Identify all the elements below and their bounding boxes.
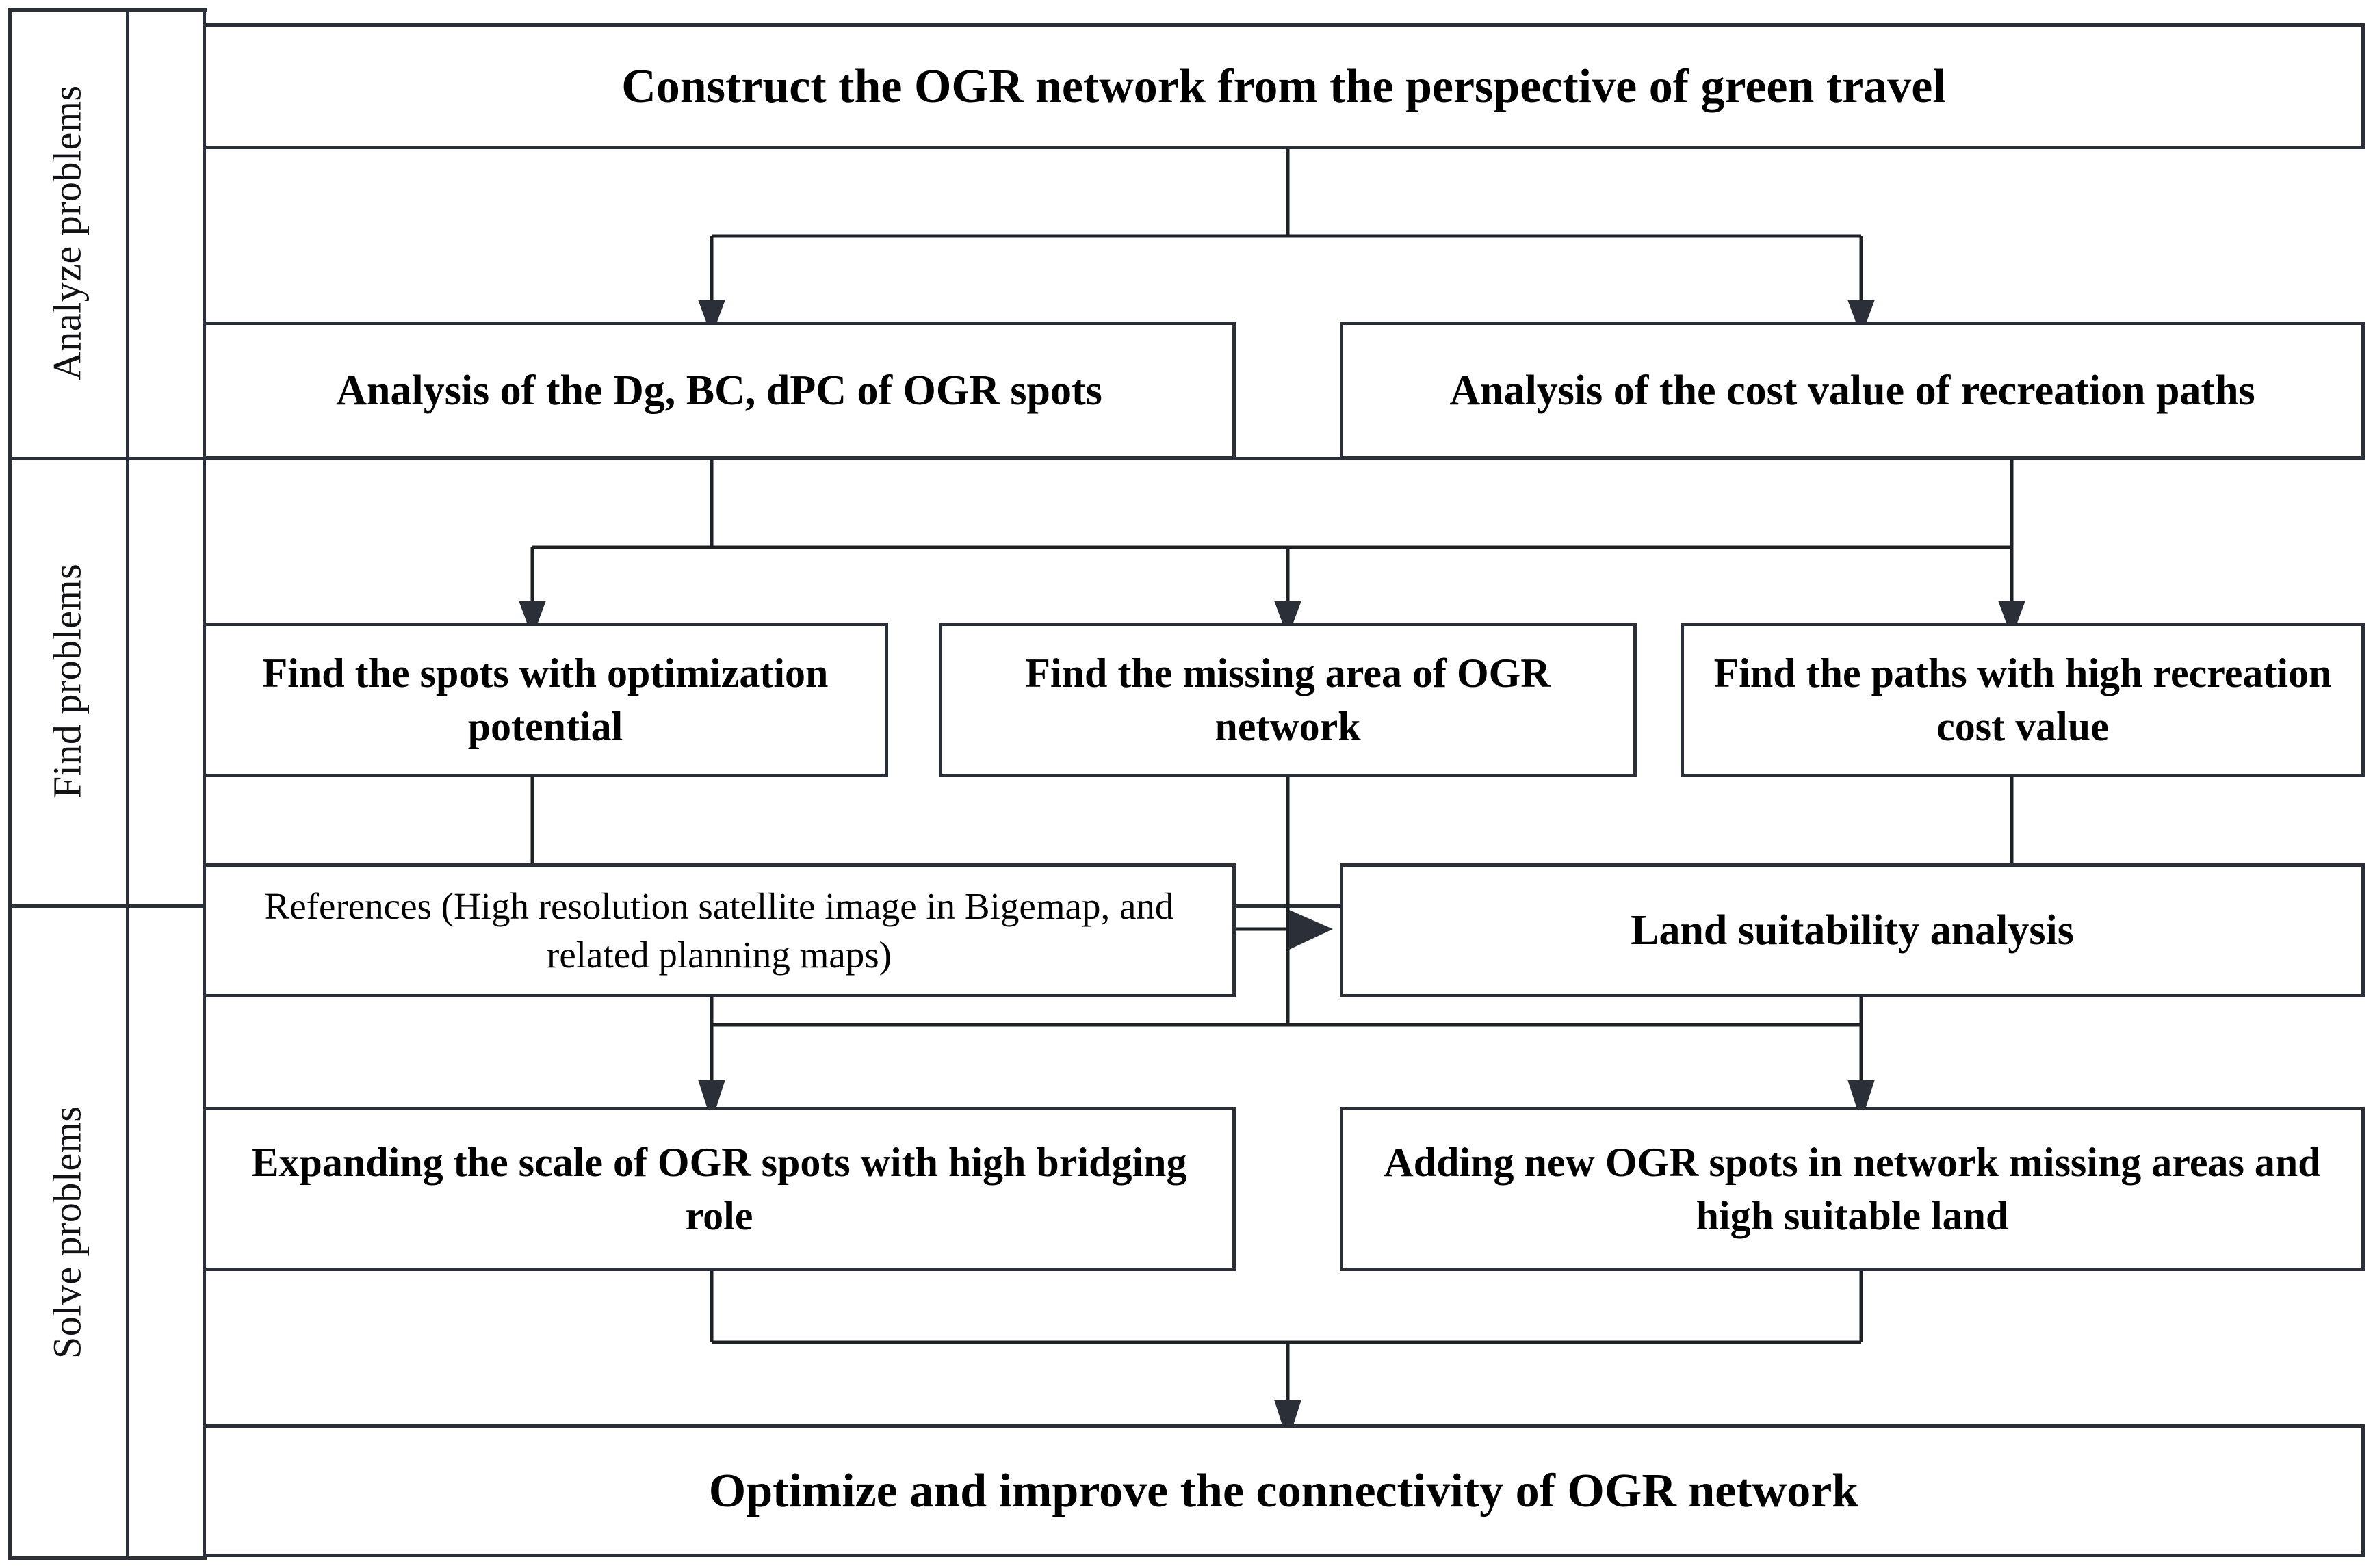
stage-label-text: Analyze problems — [44, 85, 90, 380]
frame-divider-find-solve — [8, 904, 207, 908]
stage-label-analyze-problems: Analyze problems — [8, 8, 126, 457]
node-analysis-cost-value-recreation-paths[interactable]: Analysis of the cost value of recreation… — [1340, 322, 2365, 460]
node-find-missing-area-ogr-network[interactable]: Find the missing area of OGR network — [939, 623, 1637, 777]
node-analysis-dg-bc-dpc[interactable]: Analysis of the Dg, BC, dPC of OGR spots — [203, 322, 1236, 460]
node-adding-new-ogr-spots[interactable]: Adding new OGR spots in network missing … — [1340, 1107, 2365, 1271]
node-find-spots-optimization-potential[interactable]: Find the spots with optimization potenti… — [203, 623, 888, 777]
frame-stage-column-divider — [126, 8, 129, 1560]
node-label: Land suitability analysis — [1631, 906, 2074, 954]
frame-bottom-border — [8, 1556, 207, 1560]
frame-divider-analyze-find-stub — [203, 457, 2365, 460]
frame-top-border — [8, 8, 207, 12]
node-label: Analysis of the Dg, BC, dPC of OGR spots — [336, 367, 1102, 414]
node-label: Analysis of the cost value of recreation… — [1449, 367, 2255, 414]
node-label: Find the spots with optimization potenti… — [262, 651, 829, 749]
node-label: Expanding the scale of OGR spots with hi… — [251, 1140, 1187, 1238]
frame-left-outer-border — [8, 8, 12, 1560]
node-label: Construct the OGR network from the persp… — [621, 60, 1946, 113]
node-label: Find the paths with high recreation cost… — [1713, 651, 2332, 749]
frame-content-column-divider — [203, 8, 206, 1560]
stage-label-find-problems: Find problems — [8, 457, 126, 904]
stage-label-text: Solve problems — [44, 1106, 90, 1359]
node-references-satellite-planning-maps[interactable]: References (High resolution satellite im… — [203, 863, 1236, 997]
node-land-suitability-analysis[interactable]: Land suitability analysis — [1340, 863, 2365, 997]
node-construct-ogr-network[interactable]: Construct the OGR network from the persp… — [203, 23, 2365, 149]
node-label: Find the missing area of OGR network — [1025, 651, 1551, 749]
node-expanding-scale-ogr-spots[interactable]: Expanding the scale of OGR spots with hi… — [203, 1107, 1236, 1271]
node-find-paths-high-recreation-cost[interactable]: Find the paths with high recreation cost… — [1681, 623, 2365, 777]
node-label: Optimize and improve the connectivity of… — [708, 1464, 1859, 1517]
node-label: Adding new OGR spots in network missing … — [1384, 1140, 2321, 1238]
stage-label-solve-problems: Solve problems — [8, 904, 126, 1560]
stage-label-text: Find problems — [44, 563, 90, 798]
node-label: References (High resolution satellite im… — [264, 885, 1174, 976]
frame-divider-find-solve-stub — [203, 904, 2365, 908]
arrowhead-n7-n8 — [1289, 910, 1333, 950]
frame-divider-analyze-find — [8, 457, 207, 460]
node-optimize-improve-connectivity[interactable]: Optimize and improve the connectivity of… — [203, 1424, 2365, 1557]
